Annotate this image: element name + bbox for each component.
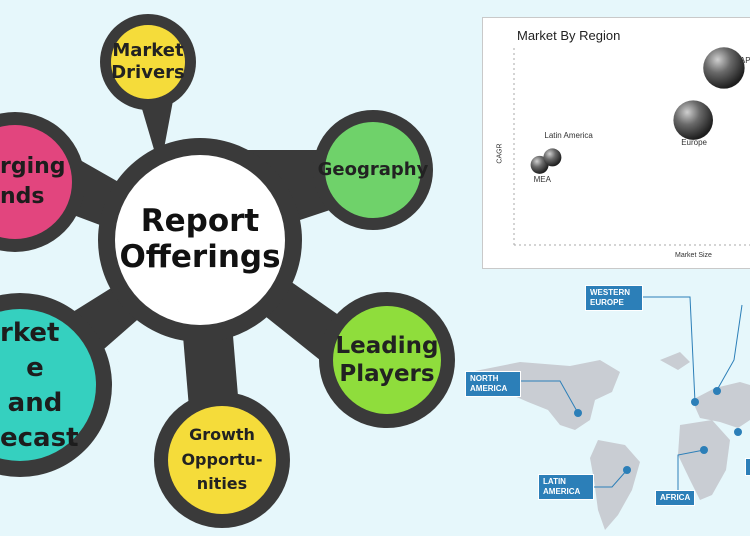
mind-map-graphic xyxy=(0,14,455,528)
market-size-line3: ecast xyxy=(0,423,79,454)
connector-east-europe xyxy=(716,304,743,391)
geography-line1: Geography xyxy=(317,159,429,181)
growth-line2: Opportu- xyxy=(181,449,263,469)
market-size-line2: e and xyxy=(7,352,63,418)
marker-middle-east xyxy=(734,428,742,436)
bubble-label-europe: Europe xyxy=(681,138,707,148)
map-africa xyxy=(678,420,730,500)
marker-latin-america xyxy=(623,466,631,474)
leading-players-line2: Players xyxy=(339,361,435,387)
market-drivers-label: Market Drivers xyxy=(108,37,188,87)
map-south-america xyxy=(590,440,640,530)
bubble-latin-america xyxy=(543,148,562,167)
hub-center xyxy=(115,155,285,325)
bubble-label-latin-america: Latin America xyxy=(544,131,593,141)
growth-line3: nities xyxy=(196,474,248,494)
bubble-europe xyxy=(673,100,713,140)
tag-western-europe: WESTERN EUROPE xyxy=(585,285,643,311)
hub-title-line1: Report xyxy=(140,203,260,240)
growth-line1: Growth xyxy=(189,424,255,444)
node-leading-players xyxy=(333,306,441,414)
connector-western-europe xyxy=(635,296,696,403)
marker-western-europe xyxy=(691,398,699,406)
tag-latin-america: LATIN AMERICA xyxy=(538,474,594,500)
map-europe-asia xyxy=(692,382,750,428)
node-growth xyxy=(168,406,276,514)
connector-africa xyxy=(677,449,705,490)
marker-africa xyxy=(700,446,708,454)
leading-players-label: Leading Players xyxy=(333,330,441,392)
node-emerging xyxy=(0,125,72,239)
market-drivers-line1: Market xyxy=(112,40,184,62)
marker-north-america xyxy=(574,409,582,417)
market-size-line1: rket xyxy=(0,317,60,348)
node-market-size xyxy=(0,309,96,461)
hub-title: Report Offerings xyxy=(115,200,285,280)
geography-label: Geography xyxy=(317,155,429,185)
market-size-forecast-label: rket e and ecast xyxy=(0,318,79,453)
tag-north-america: NORTH AMERICA xyxy=(465,371,521,397)
bubble-label-mea: MEA xyxy=(533,174,551,184)
chart-title: Market By Region xyxy=(517,28,621,43)
emerging-trends-label: rging nds xyxy=(0,150,66,214)
emerging-line1: rging xyxy=(0,154,66,180)
bubble-apac xyxy=(703,47,745,89)
growth-opportunities-label: Growth Opportu- nities xyxy=(172,422,272,498)
chart-x-label: Market Size xyxy=(675,252,712,259)
emerging-line2: nds xyxy=(0,184,45,209)
node-market-drivers xyxy=(111,25,185,99)
map-greenland xyxy=(660,352,690,370)
connector-latin-america xyxy=(590,469,628,488)
tag-edge-marker xyxy=(745,458,750,476)
leading-players-line1: Leading xyxy=(335,333,439,360)
connector-north-america xyxy=(515,380,579,414)
hub-title-line2: Offerings xyxy=(119,239,281,275)
market-drivers-line2: Drivers xyxy=(111,62,185,83)
marker-east-europe xyxy=(713,387,721,395)
node-geography xyxy=(325,122,421,218)
bubble-label-apac: AP xyxy=(739,55,750,65)
tag-africa: AFRICA xyxy=(655,490,696,506)
